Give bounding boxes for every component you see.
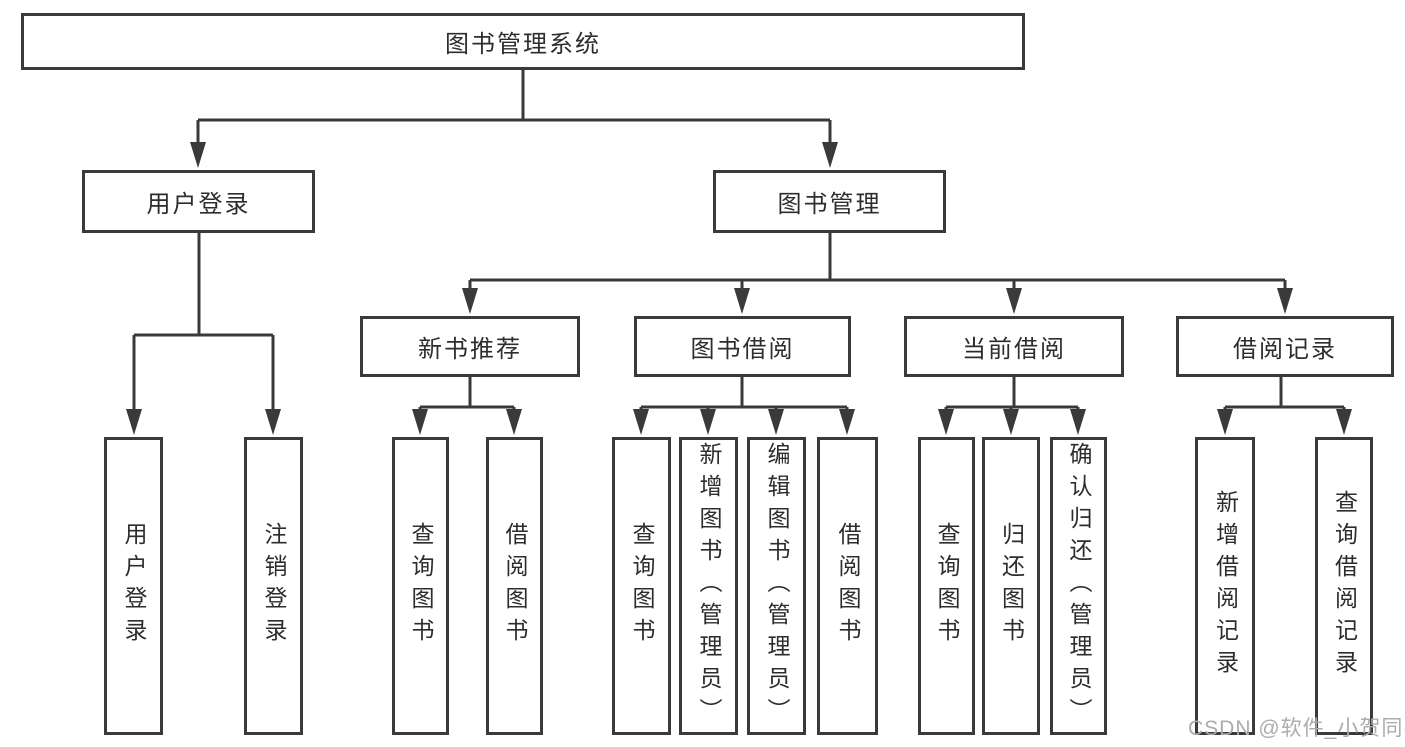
node-user-login-label: 用户登录 bbox=[146, 191, 251, 218]
leaf-borrow-books-borrowing-label: 借阅图书 bbox=[835, 522, 861, 650]
leaf-confirm-return-admin-label: 确认归还（管理员） bbox=[1066, 442, 1092, 730]
node-new-book-recommend-label: 新书推荐 bbox=[418, 336, 522, 363]
arrowheads bbox=[126, 142, 1352, 435]
node-current-borrowing: 当前借阅 bbox=[904, 316, 1124, 377]
node-book-borrowing: 图书借阅 bbox=[634, 316, 851, 377]
leaf-query-books-recommend: 查询图书 bbox=[392, 437, 449, 735]
node-current-borrowing-label: 当前借阅 bbox=[962, 336, 1066, 363]
leaf-add-books-admin: 新增图书（管理员） bbox=[679, 437, 738, 735]
leaf-logout: 注销登录 bbox=[244, 437, 303, 735]
leaf-query-books-borrowing: 查询图书 bbox=[612, 437, 671, 735]
node-borrowing-records: 借阅记录 bbox=[1176, 316, 1394, 377]
node-user-login: 用户登录 bbox=[82, 170, 315, 233]
leaf-return-books: 归还图书 bbox=[982, 437, 1040, 735]
leaf-confirm-return-admin: 确认归还（管理员） bbox=[1050, 437, 1107, 735]
leaf-query-books-borrowing-label: 查询图书 bbox=[629, 522, 655, 650]
leaf-query-borrow-record-label: 查询借阅记录 bbox=[1331, 490, 1358, 682]
leaf-query-books-current: 查询图书 bbox=[918, 437, 975, 735]
node-new-book-recommend: 新书推荐 bbox=[360, 316, 580, 377]
leaf-return-books-label: 归还图书 bbox=[998, 522, 1025, 650]
watermark: CSDN @软件_小贺同学 bbox=[1188, 717, 1405, 740]
leaf-user-login-label: 用户登录 bbox=[121, 522, 147, 650]
leaf-logout-label: 注销登录 bbox=[261, 522, 287, 650]
node-root-label: 图书管理系统 bbox=[445, 31, 601, 58]
leaf-borrow-books-borrowing: 借阅图书 bbox=[817, 437, 878, 735]
node-borrowing-records-label: 借阅记录 bbox=[1233, 336, 1337, 363]
leaf-add-books-admin-label: 新增图书（管理员） bbox=[696, 442, 722, 730]
leaf-edit-books-admin: 编辑图书（管理员） bbox=[747, 437, 806, 735]
node-book-borrowing-label: 图书借阅 bbox=[690, 336, 795, 363]
leaf-user-login: 用户登录 bbox=[104, 437, 163, 735]
node-root: 图书管理系统 bbox=[21, 13, 1025, 70]
leaf-add-borrow-record-label: 新增借阅记录 bbox=[1212, 490, 1239, 682]
node-book-management-label: 图书管理 bbox=[777, 191, 882, 218]
leaf-query-books-recommend-label: 查询图书 bbox=[408, 522, 434, 650]
leaf-edit-books-admin-label: 编辑图书（管理员） bbox=[764, 442, 790, 730]
leaf-query-borrow-record: 查询借阅记录 bbox=[1315, 437, 1373, 735]
leaf-query-books-current-label: 查询图书 bbox=[934, 522, 960, 650]
leaf-borrow-books-recommend: 借阅图书 bbox=[486, 437, 543, 735]
leaf-borrow-books-recommend-label: 借阅图书 bbox=[502, 522, 528, 650]
node-book-management: 图书管理 bbox=[713, 170, 946, 233]
leaf-add-borrow-record: 新增借阅记录 bbox=[1195, 437, 1255, 735]
